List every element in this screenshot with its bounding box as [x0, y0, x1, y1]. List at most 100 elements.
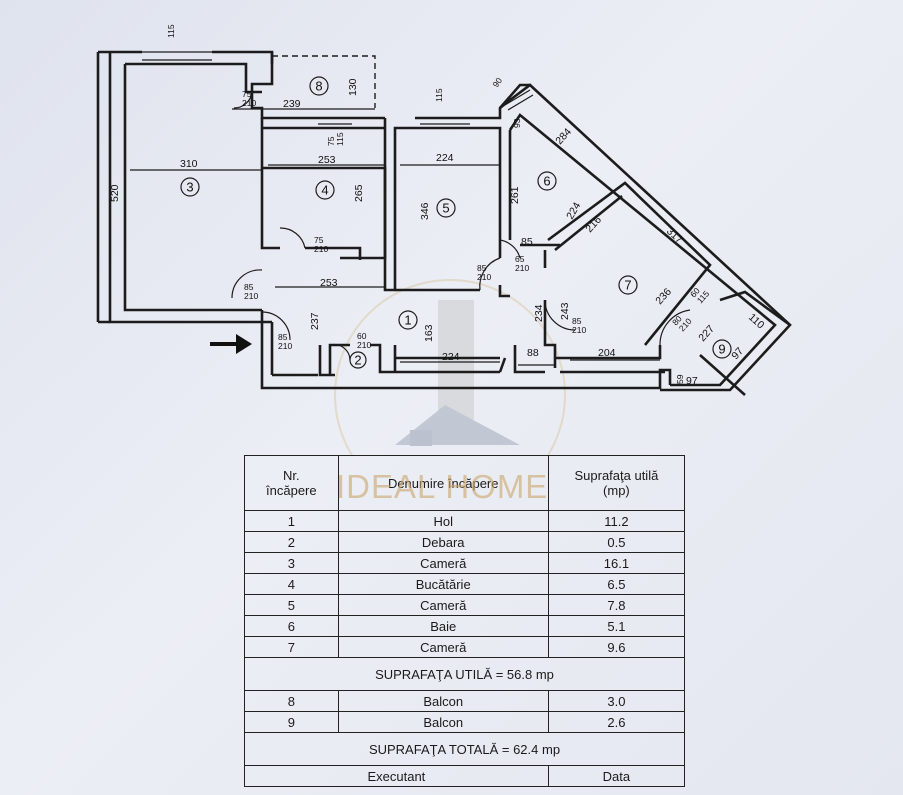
dim-label: 253 [318, 154, 336, 166]
cell-name: Balcon [337, 711, 549, 733]
cell-name: Cameră [337, 552, 549, 574]
cell-name: Debara [337, 531, 549, 553]
cell-name: Cameră [337, 636, 549, 658]
dim-label: 234 [533, 304, 545, 322]
dim-label: 97 [686, 375, 698, 387]
dim-label: 88 [527, 347, 539, 359]
dim-label: 115 [166, 24, 176, 38]
useful-total: SUPRAFAŢA UTILĂ = 56.8 mp [244, 657, 685, 691]
data-label: Data [547, 765, 686, 787]
dim-label: 85 [521, 236, 533, 248]
dim-label: 261 [509, 186, 521, 204]
cell-nr: 2 [244, 531, 339, 553]
dim-label: 346 [419, 202, 431, 220]
cell-area: 7.8 [547, 594, 686, 616]
cell-name: Baie [337, 615, 549, 637]
useful-total-row: SUPRAFAŢA UTILĂ = 56.8 mp [244, 657, 685, 691]
dim-label: 317 [664, 225, 685, 246]
cell-nr: 5 [244, 594, 339, 616]
cell-area: 0.5 [547, 531, 686, 553]
dim-label: 90 [490, 75, 504, 89]
cell-name: Balcon [337, 690, 549, 712]
dim-label: 520 [109, 184, 121, 202]
cell-nr: 6 [244, 615, 339, 637]
cell-nr: 4 [244, 573, 339, 595]
room-number: 9 [718, 342, 725, 357]
header-area: Suprafaţa utilă (mp) [547, 455, 686, 511]
cell-nr: 1 [244, 510, 339, 532]
room-number: 7 [624, 278, 631, 293]
room-number: 1 [404, 313, 411, 328]
cell-area: 9.6 [547, 636, 686, 658]
room-number: 2 [354, 353, 361, 368]
cell-nr: 8 [244, 690, 339, 712]
cell-area: 3.0 [547, 690, 686, 712]
cell-area: 11.2 [547, 510, 686, 532]
executant-label: Executant [244, 765, 549, 787]
cell-area: 6.5 [547, 573, 686, 595]
area-table: Nr. încăpere Denumire încăpere Suprafaţa… [244, 455, 686, 787]
header-nr: Nr. încăpere [244, 455, 339, 511]
cell-nr: 7 [244, 636, 339, 658]
dim-label: 130 [347, 78, 359, 96]
dim-label: 75115 [326, 132, 345, 146]
dim-label: 224 [442, 351, 460, 363]
dim-label: 224 [564, 200, 583, 221]
grand-total: SUPRAFAŢA TOTALĂ = 62.4 mp [244, 732, 685, 766]
cell-name: Cameră [337, 594, 549, 616]
dim-label: 80210 [670, 310, 694, 333]
watermark-logo [334, 279, 566, 455]
walls [96, 50, 792, 396]
dim-label: 239 [283, 98, 301, 110]
room-number: 8 [315, 79, 322, 94]
dim-label: 243 [559, 302, 571, 320]
dim-label: 204 [598, 347, 616, 359]
cell-name: Bucătărie [337, 573, 549, 595]
room-number: 4 [321, 183, 328, 198]
dim-label: 265 [353, 184, 365, 202]
dim-label: 237 [309, 312, 321, 330]
cell-nr: 9 [244, 711, 339, 733]
room-number: 3 [186, 180, 193, 195]
dim-label: 236 [653, 286, 674, 307]
cell-area: 16.1 [547, 552, 686, 574]
dim-label: 59 [675, 374, 685, 384]
dim-label: 115 [434, 88, 444, 102]
cell-name: Hol [337, 510, 549, 532]
room-number: 5 [442, 201, 449, 216]
dim-label: 216 [583, 214, 604, 235]
dim-label: 93 [512, 118, 522, 128]
arrow-right-icon [210, 334, 252, 354]
room-number: 6 [543, 174, 550, 189]
grand-total-row: SUPRAFAŢA TOTALĂ = 62.4 mp [244, 732, 685, 766]
cell-area: 2.6 [547, 711, 686, 733]
room-labels: 1 2 3 4 5 6 7 8 9 [180, 76, 732, 369]
header-name: Denumire încăpere [337, 455, 549, 511]
dim-label: 163 [423, 324, 435, 342]
dim-label: 310 [180, 158, 198, 170]
cell-nr: 3 [244, 552, 339, 574]
dim-label: 224 [436, 152, 454, 164]
cell-area: 5.1 [547, 615, 686, 637]
dim-label: 253 [320, 277, 338, 289]
dim-label: 227 [696, 323, 717, 344]
